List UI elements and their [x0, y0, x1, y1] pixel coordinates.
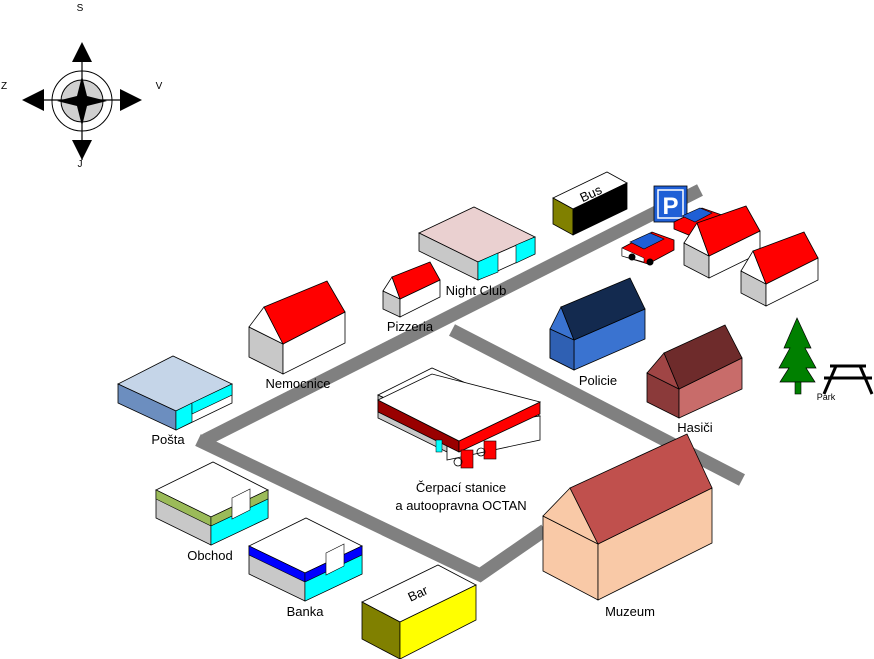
gas-station-building: Čerpací stanice a autoopravna OCTAN: [377, 367, 542, 513]
park-area: Park: [778, 317, 874, 402]
fire-station-label: Hasiči: [677, 420, 713, 435]
house-upper-right: [683, 205, 761, 279]
bank-label: Banka: [287, 604, 325, 619]
museum-building: Muzeum: [542, 433, 713, 619]
tree-icon: [778, 317, 817, 383]
compass-north-label: S: [77, 3, 84, 14]
fire-station-building: Hasiči: [646, 324, 743, 435]
pizzeria-building: Pizzeria: [382, 261, 441, 334]
pizzeria-label: Pizzeria: [387, 319, 434, 334]
car-front: [621, 231, 675, 266]
house-lower-right: [740, 231, 819, 307]
bank-building: Banka: [248, 517, 363, 619]
bar-building: Bar: [361, 564, 477, 659]
police-label: Policie: [579, 373, 617, 388]
museum-label: Muzeum: [605, 604, 655, 619]
gas-station-label-line1: Čerpací stanice: [416, 480, 506, 495]
compass-west-label: Z: [1, 81, 7, 92]
parking-sign: P: [653, 185, 688, 223]
post-office-building: Pošta: [117, 355, 233, 447]
post-office-label: Pošta: [151, 432, 185, 447]
picnic-table-icon: [822, 364, 874, 395]
park-label: Park: [817, 392, 836, 402]
shop-label: Obchod: [187, 548, 233, 563]
gas-station-label-line2: a autoopravna OCTAN: [395, 498, 526, 513]
compass-south-label: J: [78, 159, 83, 170]
night-club-building: Night Club: [418, 206, 536, 298]
road-northwest: [202, 184, 703, 446]
hospital-label: Nemocnice: [265, 376, 330, 391]
road-southwest: [195, 434, 549, 583]
police-building: Policie: [549, 277, 646, 388]
parking-sign-letter: P: [662, 193, 678, 220]
bus-stop-building: Bus: [552, 171, 628, 236]
compass-east-label: V: [156, 81, 163, 92]
hospital-building: Nemocnice: [248, 280, 346, 391]
shop-building: Obchod: [155, 461, 269, 563]
night-club-label: Night Club: [446, 283, 507, 298]
compass-rose: S J Z V: [1, 3, 163, 170]
